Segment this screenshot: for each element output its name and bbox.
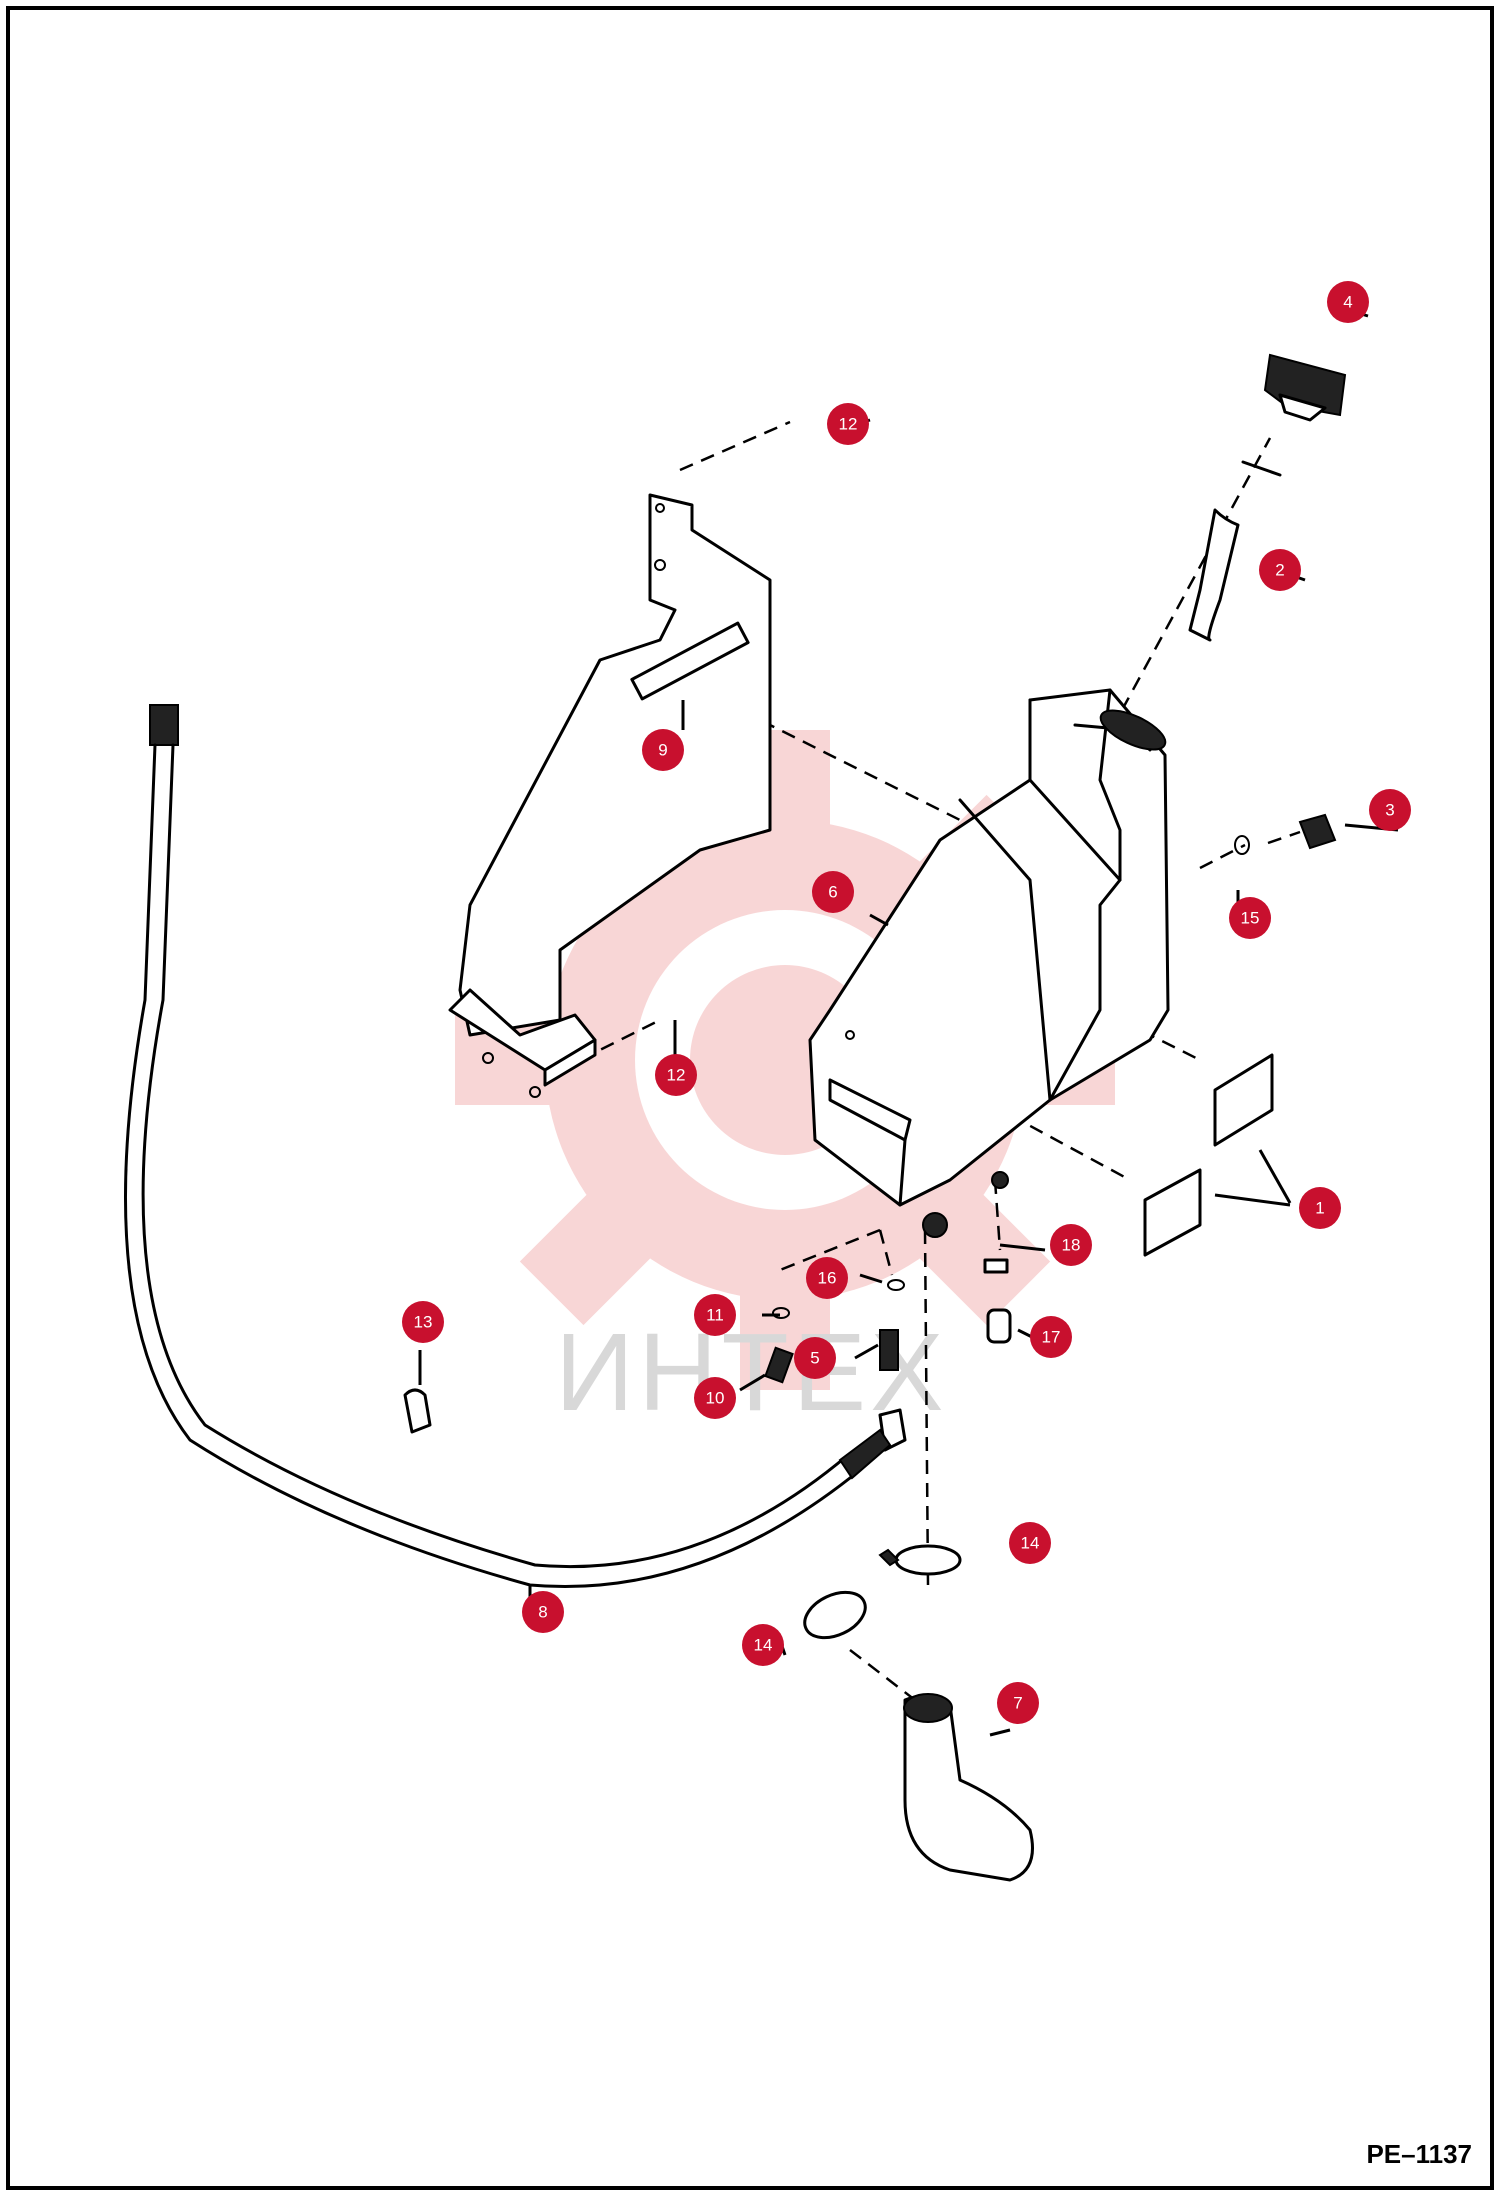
svg-text:4: 4 (1343, 293, 1352, 312)
svg-text:14: 14 (1021, 1534, 1040, 1553)
callout-17[interactable]: 17 (1030, 1316, 1072, 1358)
svg-text:12: 12 (839, 415, 858, 434)
svg-text:17: 17 (1042, 1328, 1061, 1347)
watermark-text: ИНТЕХ (555, 1311, 947, 1434)
svg-text:9: 9 (658, 741, 667, 760)
drawing-frame (6, 6, 1494, 2190)
mounting-bracket (448, 493, 772, 1098)
callout-14b[interactable]: 14 (742, 1624, 784, 1666)
svg-text:11: 11 (706, 1306, 724, 1325)
filler-hose (1188, 508, 1240, 642)
filler-cap (1263, 353, 1347, 422)
svg-text:7: 7 (1013, 1694, 1022, 1713)
long-hose (123, 704, 892, 1589)
callout-18[interactable]: 18 (1050, 1224, 1092, 1266)
callout-1[interactable]: 1 (1299, 1187, 1341, 1229)
svg-text:14: 14 (754, 1636, 773, 1655)
callout-10[interactable]: 10 (694, 1377, 736, 1419)
svg-text:15: 15 (1241, 909, 1260, 928)
svg-text:16: 16 (818, 1269, 837, 1288)
hose-clamp-lower (803, 1590, 867, 1640)
callout-12a[interactable]: 12 (827, 403, 869, 445)
seal-ring (1241, 460, 1282, 477)
hose-clamp-upper (878, 1544, 962, 1576)
reservoir-tank (808, 688, 1170, 1238)
callout-2[interactable]: 2 (1259, 549, 1301, 591)
svg-text:2: 2 (1275, 561, 1284, 580)
svg-text:3: 3 (1385, 801, 1394, 820)
elbow-hose-opening (903, 1693, 953, 1723)
svg-text:1: 1 (1315, 1199, 1324, 1218)
svg-text:10: 10 (706, 1389, 725, 1408)
callout-7[interactable]: 7 (997, 1682, 1039, 1724)
callout-4[interactable]: 4 (1327, 281, 1369, 323)
svg-text:12: 12 (667, 1066, 686, 1085)
svg-text:18: 18 (1062, 1236, 1081, 1255)
callout-14a[interactable]: 14 (1009, 1522, 1051, 1564)
callout-11[interactable]: 11 (694, 1294, 736, 1336)
callout-15[interactable]: 15 (1229, 897, 1271, 939)
svg-text:13: 13 (414, 1313, 433, 1332)
callout-8[interactable]: 8 (522, 1591, 564, 1633)
callout-12b[interactable]: 12 (655, 1054, 697, 1096)
mounting-pads (1143, 1053, 1274, 1257)
hose-clip (403, 1388, 432, 1434)
callout-5[interactable]: 5 (794, 1337, 836, 1379)
svg-text:5: 5 (810, 1349, 819, 1368)
drawing-code: PE–1137 (1366, 2139, 1472, 2169)
drain-plug (1234, 813, 1337, 855)
callout-6[interactable]: 6 (812, 871, 854, 913)
callout-3[interactable]: 3 (1369, 789, 1411, 831)
callout-16[interactable]: 16 (806, 1257, 848, 1299)
callout-9[interactable]: 9 (642, 729, 684, 771)
callout-13[interactable]: 13 (402, 1301, 444, 1343)
svg-text:6: 6 (828, 883, 837, 902)
callout-bubbles: 1 2 3 4 5 6 7 (402, 281, 1411, 1724)
elbow-hose (903, 1694, 1034, 1882)
svg-text:8: 8 (538, 1603, 547, 1622)
